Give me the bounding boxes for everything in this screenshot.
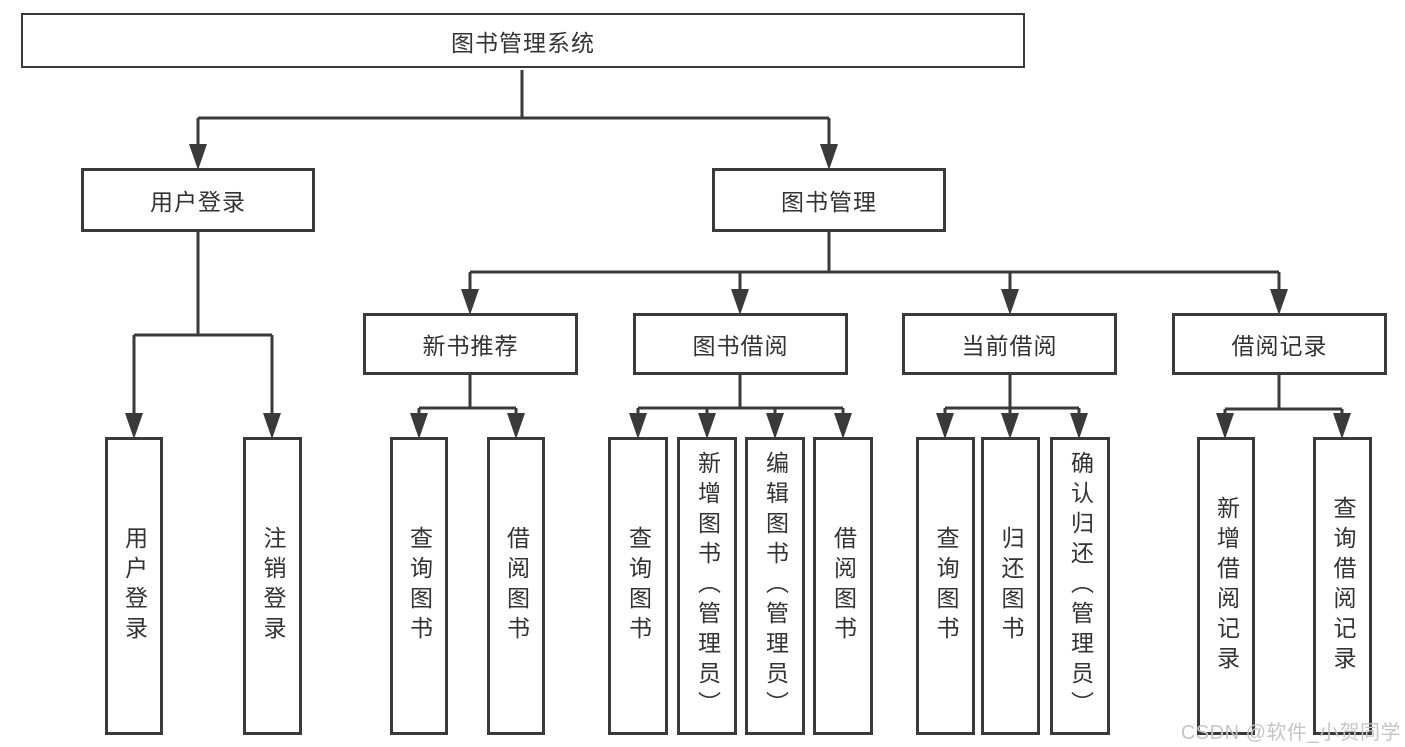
- arrowhead: [1001, 413, 1019, 439]
- arrowhead: [461, 289, 479, 315]
- arrowhead: [507, 413, 525, 439]
- node-book-management: 图书管理: [712, 168, 946, 232]
- connector-new-book-to-leaves: [417, 375, 518, 415]
- arrowhead: [834, 413, 852, 439]
- leaf-borrow-book-recommend: 借阅图书: [487, 437, 545, 735]
- leaf-query-book-recommend: 查询图书: [390, 437, 448, 735]
- arrowhead: [125, 413, 143, 439]
- arrowhead: [698, 413, 716, 439]
- leaf-borrow-book: 借阅图书: [813, 437, 873, 735]
- leaf-edit-book-admin: 编辑图书（管理员）: [745, 437, 805, 735]
- leaf-add-borrow-record: 新增借阅记录: [1197, 437, 1255, 735]
- node-borrow-record: 借阅记录: [1172, 313, 1387, 375]
- leaf-query-book-current: 查询图书: [916, 437, 975, 735]
- leaf-query-borrow-record: 查询借阅记录: [1313, 437, 1372, 735]
- arrowhead: [189, 144, 207, 170]
- leaf-return-book: 归还图书: [981, 437, 1040, 735]
- node-library-management-system: 图书管理系统: [21, 13, 1025, 68]
- arrowhead: [410, 413, 428, 439]
- node-new-book-recommend: 新书推荐: [363, 313, 578, 375]
- connector-root-to-level2: [196, 70, 831, 146]
- leaf-add-book-admin: 新增图书（管理员）: [677, 437, 737, 735]
- arrowhead: [936, 413, 954, 439]
- leaf-query-book-borrow: 查询图书: [608, 437, 668, 735]
- leaf-confirm-return-admin: 确认归还（管理员）: [1050, 437, 1110, 735]
- arrowhead: [766, 413, 784, 439]
- node-current-borrow: 当前借阅: [902, 313, 1117, 375]
- connector-borrow-record-to-leaves: [1223, 375, 1344, 415]
- connector-book-borrow-to-leaves: [636, 375, 845, 415]
- arrowhead: [263, 413, 281, 439]
- connector-user-login-to-leaves: [132, 232, 274, 415]
- connector-current-borrow-to-leaves: [943, 375, 1081, 415]
- node-book-borrow: 图书借阅: [633, 313, 848, 375]
- arrowhead: [1333, 413, 1351, 439]
- node-user-login: 用户登录: [81, 168, 315, 232]
- csdn-watermark: CSDN @软件_小贺同学: [1180, 722, 1401, 744]
- arrowhead: [731, 289, 749, 315]
- arrowhead: [1070, 413, 1088, 439]
- arrowhead: [1001, 289, 1019, 315]
- connector-book-management-to-level3: [468, 232, 1281, 291]
- leaf-logout: 注销登录: [243, 437, 302, 735]
- arrowhead: [1270, 289, 1288, 315]
- arrowhead: [629, 413, 647, 439]
- arrowhead: [820, 144, 838, 170]
- arrowhead: [1216, 413, 1234, 439]
- leaf-user-login: 用户登录: [105, 437, 163, 735]
